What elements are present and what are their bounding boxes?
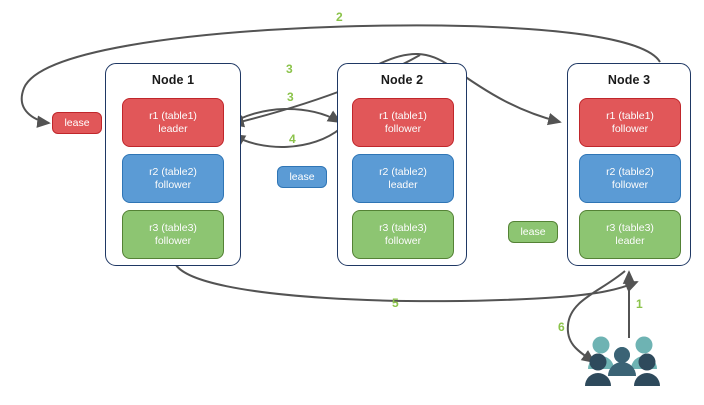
replica-r2-node2[interactable]: r2 (table2) leader (352, 154, 454, 203)
lease-badge-blue[interactable]: lease (277, 166, 327, 188)
replica-name: r1 (table1) (606, 109, 654, 122)
replica-r1-node3[interactable]: r1 (table1) follower (579, 98, 681, 147)
step-label-3b: 3 (287, 90, 294, 104)
arrow-step-5 (175, 264, 639, 303)
replica-role: follower (384, 122, 422, 135)
node-box-1: Node 1 r1 (table1) leader r2 (table2) fo… (105, 63, 241, 266)
replica-name: r1 (table1) (379, 109, 427, 122)
arrow-step-2 (20, 24, 661, 128)
replica-name: r3 (table3) (379, 221, 427, 234)
lease-badge-green[interactable]: lease (508, 221, 558, 243)
replica-name: r1 (table1) (149, 109, 197, 122)
lease-badge-red[interactable]: lease (52, 112, 102, 134)
replica-role: leader (388, 178, 418, 191)
arrow-step-4 (231, 127, 342, 148)
replica-role: follower (384, 234, 422, 247)
node-box-3: Node 3 r1 (table1) follower r2 (table2) … (567, 63, 691, 266)
replica-role: follower (611, 122, 649, 135)
node-title-3: Node 3 (607, 73, 651, 87)
step-label-5: 5 (392, 296, 399, 310)
replica-name: r3 (table3) (149, 221, 197, 234)
replica-r3-node2[interactable]: r3 (table3) follower (352, 210, 454, 259)
step-label-6: 6 (558, 320, 565, 334)
node-title-1: Node 1 (151, 73, 195, 87)
replica-name: r3 (table3) (606, 221, 654, 234)
step-label-4: 4 (289, 132, 296, 146)
replica-name: r2 (table2) (606, 165, 654, 178)
arrow-step-6 (566, 270, 626, 364)
node-title-2: Node 2 (380, 73, 424, 87)
replica-r1-node1[interactable]: r1 (table1) leader (122, 98, 224, 147)
replica-name: r2 (table2) (149, 165, 197, 178)
replica-role: follower (611, 178, 649, 191)
node-box-2: Node 2 r1 (table1) follower r2 (table2) … (337, 63, 467, 266)
replica-r2-node3[interactable]: r2 (table2) follower (579, 154, 681, 203)
replica-name: r2 (table2) (379, 165, 427, 178)
replica-role: leader (158, 122, 188, 135)
step-label-2: 2 (336, 10, 343, 24)
replica-role: follower (154, 234, 192, 247)
replica-r3-node3[interactable]: r3 (table3) leader (579, 210, 681, 259)
replica-role: leader (615, 234, 645, 247)
replica-r3-node1[interactable]: r3 (table3) follower (122, 210, 224, 259)
step-label-1: 1 (636, 297, 643, 311)
replica-r2-node1[interactable]: r2 (table2) follower (122, 154, 224, 203)
step-label-3a: 3 (286, 62, 293, 76)
replica-role: follower (154, 178, 192, 191)
replica-r1-node2[interactable]: r1 (table1) follower (352, 98, 454, 147)
